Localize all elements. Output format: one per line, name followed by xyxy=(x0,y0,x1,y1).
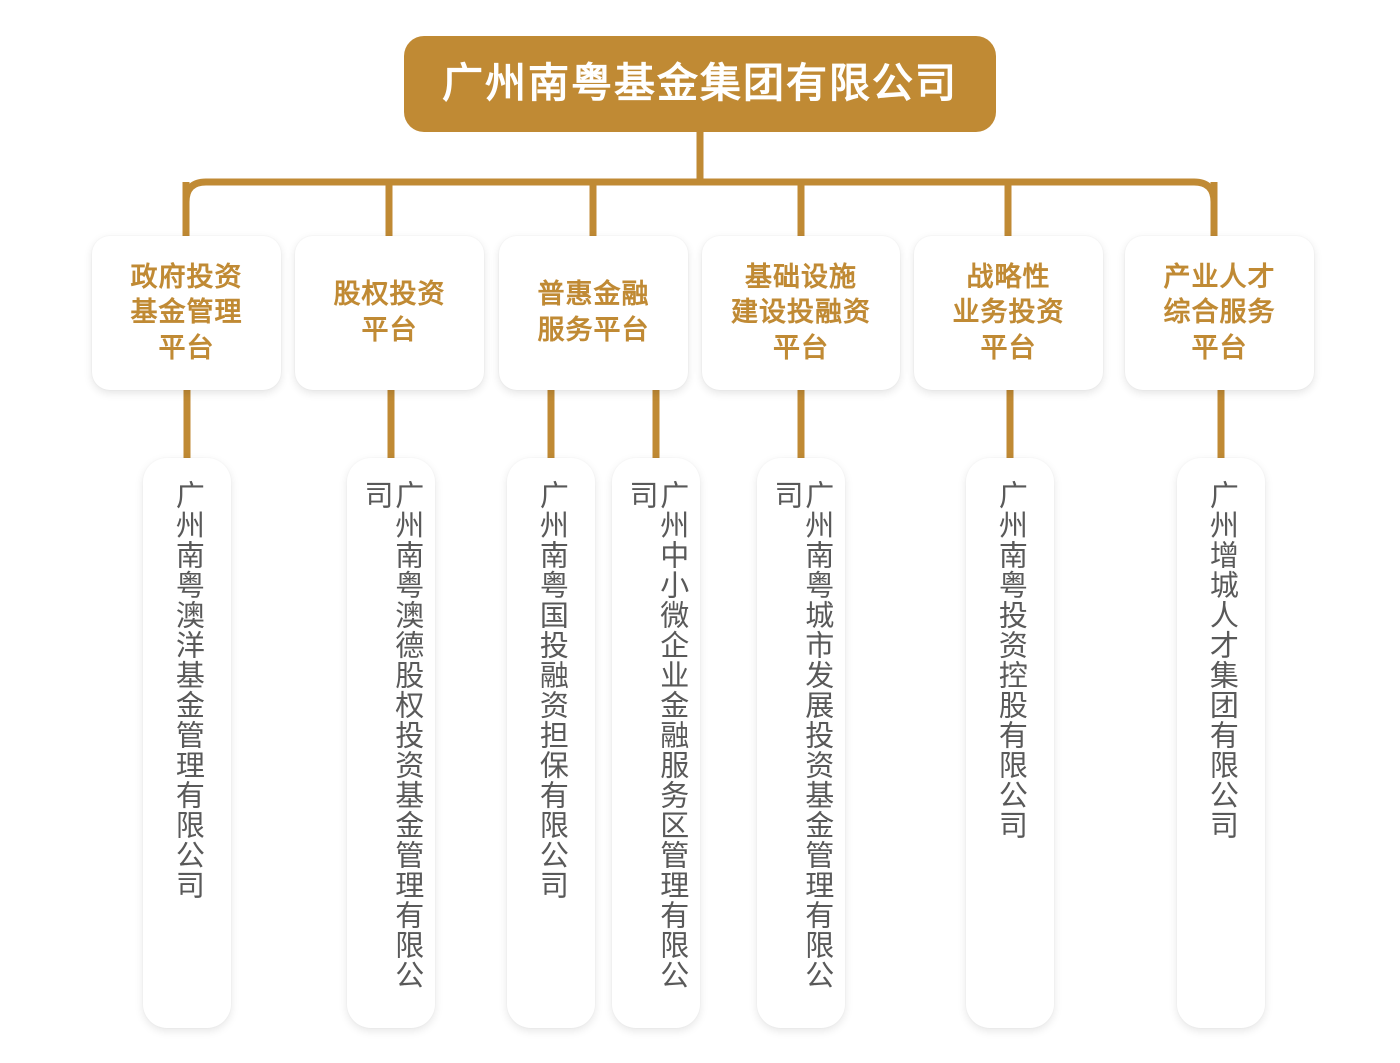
subsidiary-label: 广州南粤澳德股权投资基金管理有限公司 xyxy=(360,480,423,990)
subsidiary-pill[interactable]: 广州增城人才集团有限公司 xyxy=(1177,458,1265,1028)
platform-card-inclusive-finance[interactable]: 普惠金融 服务平台 xyxy=(499,236,688,390)
subsidiary-pill[interactable]: 广州南粤国投融资担保有限公司 xyxy=(507,458,595,1028)
subsidiary-label: 广州南粤澳洋基金管理有限公司 xyxy=(171,480,204,900)
subsidiary-label: 广州中小微企业金融服务区管理有限公司 xyxy=(625,480,688,990)
platform-card-label: 基础设施 建设投融资 平台 xyxy=(731,261,871,363)
subsidiary-pill[interactable]: 广州中小微企业金融服务区管理有限公司 xyxy=(612,458,700,1028)
platform-card-label: 股权投资 平台 xyxy=(333,279,446,345)
platform-card-label: 产业人才 综合服务 平台 xyxy=(1163,261,1276,363)
subsidiary-pill[interactable]: 广州南粤澳洋基金管理有限公司 xyxy=(143,458,231,1028)
platform-card-label: 战略性 业务投资 平台 xyxy=(952,261,1065,363)
platform-card-label: 政府投资 基金管理 平台 xyxy=(130,261,243,363)
subsidiary-pill[interactable]: 广州南粤澳德股权投资基金管理有限公司 xyxy=(347,458,435,1028)
subsidiary-label: 广州南粤国投融资担保有限公司 xyxy=(535,480,568,900)
subsidiary-pill[interactable]: 广州南粤投资控股有限公司 xyxy=(966,458,1054,1028)
subsidiary-pill[interactable]: 广州南粤城市发展投资基金管理有限公司 xyxy=(757,458,845,1028)
connector-bus xyxy=(182,178,1218,236)
platform-card-label: 普惠金融 服务平台 xyxy=(537,279,650,345)
platform-card-infrastructure-financing[interactable]: 基础设施 建设投融资 平台 xyxy=(702,236,900,390)
subsidiary-label: 广州南粤城市发展投资基金管理有限公司 xyxy=(770,480,833,990)
root-node-label: 广州南粤基金集团有限公司 xyxy=(442,60,958,107)
root-node[interactable]: 广州南粤基金集团有限公司 xyxy=(404,36,996,132)
platform-card-strategic-business[interactable]: 战略性 业务投资 平台 xyxy=(914,236,1103,390)
platform-card-industry-talent[interactable]: 产业人才 综合服务 平台 xyxy=(1125,236,1314,390)
platform-card-government-fund[interactable]: 政府投资 基金管理 平台 xyxy=(92,236,281,390)
subsidiary-label: 广州增城人才集团有限公司 xyxy=(1205,480,1238,840)
platform-card-equity-investment[interactable]: 股权投资 平台 xyxy=(295,236,484,390)
subsidiary-label: 广州南粤投资控股有限公司 xyxy=(994,480,1027,840)
